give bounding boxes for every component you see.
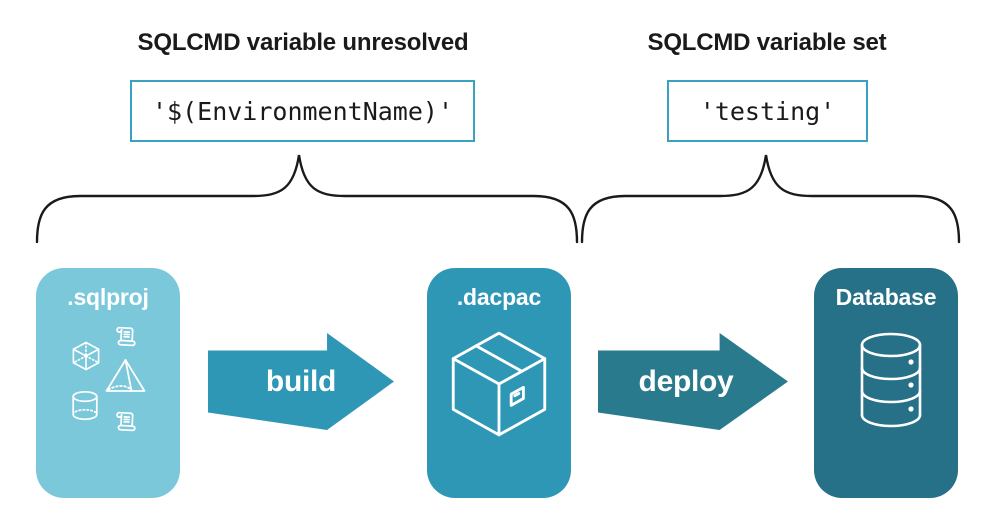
database-icon (860, 332, 922, 428)
unresolved-variable-box: '$(EnvironmentName)' (130, 80, 475, 142)
right-brace (580, 154, 961, 244)
deploy-arrow: deploy (598, 333, 788, 430)
node-database-label: Database (835, 284, 937, 310)
scroll-icon (116, 411, 136, 432)
set-variable-box: 'testing' (667, 80, 868, 142)
node-sqlproj: .sqlproj (36, 268, 180, 498)
pyramid-icon (105, 359, 146, 392)
left-heading: SQLCMD variable unresolved (137, 29, 469, 56)
left-brace (35, 154, 579, 244)
node-sqlproj-label: .sqlproj (67, 284, 149, 310)
node-database: Database (814, 268, 958, 498)
set-variable-value: 'testing' (699, 96, 836, 126)
deploy-arrow-label: deploy (638, 364, 734, 398)
build-arrow: build (208, 333, 394, 430)
cylinder-icon (72, 390, 98, 421)
node-dacpac-label: .dacpac (456, 284, 542, 310)
package-icon (451, 331, 547, 437)
unresolved-variable-value: '$(EnvironmentName)' (151, 96, 454, 126)
braces-graphic (35, 154, 961, 244)
scroll-icon (116, 326, 136, 347)
cube-icon (72, 341, 100, 371)
node-dacpac: .dacpac (427, 268, 571, 498)
right-heading: SQLCMD variable set (647, 29, 887, 56)
build-arrow-label: build (265, 364, 337, 398)
